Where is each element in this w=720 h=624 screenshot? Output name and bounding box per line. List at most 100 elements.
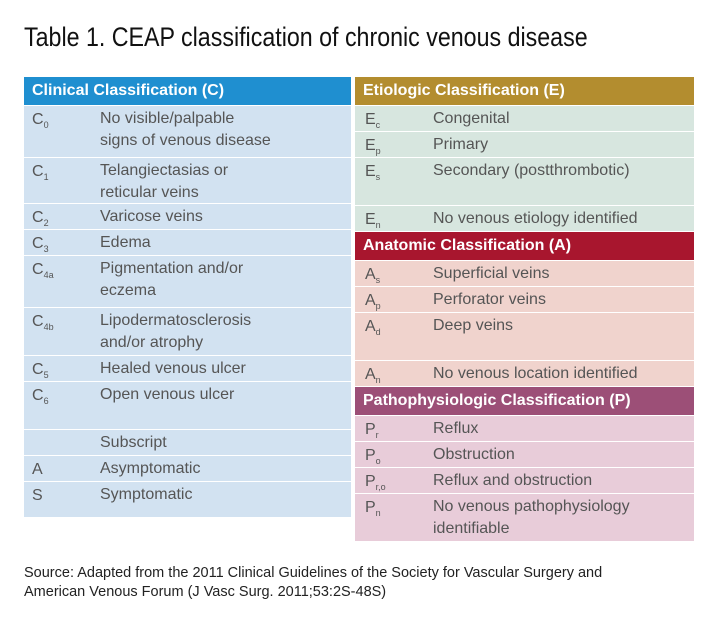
anatomic-description: Deep veins <box>433 315 513 337</box>
pathophysiologic-description: Reflux <box>433 418 478 440</box>
description-line: reticular veins <box>100 184 199 201</box>
code-base: C <box>32 163 44 180</box>
code-base: E <box>365 111 376 128</box>
anatomic-row: Ad Deep veins <box>355 313 694 361</box>
clinical-description: Subscript <box>100 432 167 454</box>
code-subscript: 4a <box>43 270 54 280</box>
code-base: P <box>365 473 376 490</box>
etiologic-code: Ec <box>365 109 380 131</box>
description-line: Perforator veins <box>433 291 546 308</box>
description-line: Symptomatic <box>100 486 193 503</box>
description-line: Primary <box>433 136 489 153</box>
code-subscript: r,o <box>375 482 386 492</box>
code-base: C <box>32 261 44 278</box>
code-base: E <box>365 163 376 180</box>
code-base: C <box>32 387 44 404</box>
description-line: identifiable <box>433 520 510 537</box>
description-line: Reflux <box>433 420 479 437</box>
anatomic-code: Ad <box>365 316 381 338</box>
code-base: P <box>365 499 376 516</box>
code-subscript: n <box>375 375 381 385</box>
code-subscript: 2 <box>43 218 49 228</box>
pathophysiologic-description: Obstruction <box>433 444 515 466</box>
code-subscript: 3 <box>43 244 49 254</box>
clinical-code: C3 <box>32 233 49 255</box>
pathophysiologic-row: Pr Reflux <box>355 416 694 442</box>
anatomic-code: As <box>365 264 380 286</box>
clinical-row: C1 Telangiectasias or reticular veins <box>24 158 351 204</box>
code-base: E <box>365 137 376 154</box>
code-base: A <box>365 366 376 383</box>
etiologic-description: Primary <box>433 134 488 156</box>
description-line: eczema <box>100 282 157 299</box>
description-line: No venous pathophysiology <box>433 498 630 515</box>
description-line: Obstruction <box>433 446 515 463</box>
clinical-code: S <box>32 485 43 507</box>
source-text-line2: American Venous Forum (J Vasc Surg. 2011… <box>24 584 387 600</box>
pathophysiologic-header: Pathophysiologic Classification (P) <box>355 387 694 416</box>
clinical-description: No visible/palpable signs of venous disea… <box>100 108 271 152</box>
clinical-code: C4a <box>32 259 54 281</box>
clinical-code: C6 <box>32 385 49 407</box>
table-title: Table 1. CEAP classification of chronic … <box>24 22 588 52</box>
description-line: Secondary (postthrombotic) <box>433 162 630 179</box>
code-subscript: p <box>375 146 381 156</box>
etiologic-row: Ep Primary <box>355 132 694 158</box>
clinical-code: A <box>32 459 43 481</box>
clinical-description: Pigmentation and/or eczema <box>100 258 243 302</box>
code-subscript: o <box>375 456 381 466</box>
pathophysiologic-description: No venous pathophysiology identifiable <box>433 496 630 540</box>
anatomic-code: Ap <box>365 290 381 312</box>
description-line: Edema <box>100 234 151 251</box>
description-line: No venous location identified <box>433 365 638 382</box>
clinical-description: Symptomatic <box>100 484 192 506</box>
description-line: signs of venous disease <box>100 132 271 149</box>
pathophysiologic-code: Pr <box>365 419 379 441</box>
description-line: Telangiectasias or <box>100 162 229 179</box>
etiologic-description: Secondary (postthrombotic) <box>433 160 630 182</box>
etiologic-code: Ep <box>365 135 381 157</box>
anatomic-description: Superficial veins <box>433 263 550 285</box>
code-base: A <box>365 292 376 309</box>
description-line: No visible/palpable <box>100 110 235 127</box>
clinical-description: Telangiectasias or reticular veins <box>100 160 228 204</box>
description-line: Reflux and obstruction <box>433 472 593 489</box>
code-base: P <box>365 421 376 438</box>
description-line: Superficial veins <box>433 265 550 282</box>
description-line: Varicose veins <box>100 208 203 225</box>
clinical-row: C2 Varicose veins <box>24 204 351 230</box>
code-subscript: n <box>375 508 381 518</box>
code-base: A <box>365 266 376 283</box>
code-subscript: 6 <box>43 396 49 406</box>
clinical-row: Subscript <box>24 430 351 456</box>
description-line: Open venous ulcer <box>100 386 235 403</box>
pathophysiologic-code: Po <box>365 445 381 467</box>
code-base: A <box>365 318 376 335</box>
description-line: Deep veins <box>433 317 514 334</box>
clinical-row: S Symptomatic <box>24 482 351 518</box>
clinical-code: C5 <box>32 359 49 381</box>
code-base: C <box>32 209 44 226</box>
clinical-description: Asymptomatic <box>100 458 200 480</box>
code-subscript: r <box>375 430 379 440</box>
code-base: C <box>32 235 44 252</box>
description-line: and/or atrophy <box>100 334 204 351</box>
etiologic-code: En <box>365 209 381 231</box>
source-label: Source: <box>24 565 74 581</box>
source-note: Source: Adapted from the 2011 Clinical G… <box>24 564 602 602</box>
code-subscript: 4b <box>43 322 54 332</box>
anatomic-description: No venous location identified <box>433 363 638 385</box>
clinical-code: C2 <box>32 207 49 229</box>
code-subscript: 1 <box>43 172 49 182</box>
code-subscript: c <box>375 120 381 130</box>
description-line: Pigmentation and/or <box>100 260 244 277</box>
etiologic-header: Etiologic Classification (E) <box>355 77 694 106</box>
source-text-line1: Adapted from the 2011 Clinical Guideline… <box>73 565 603 581</box>
